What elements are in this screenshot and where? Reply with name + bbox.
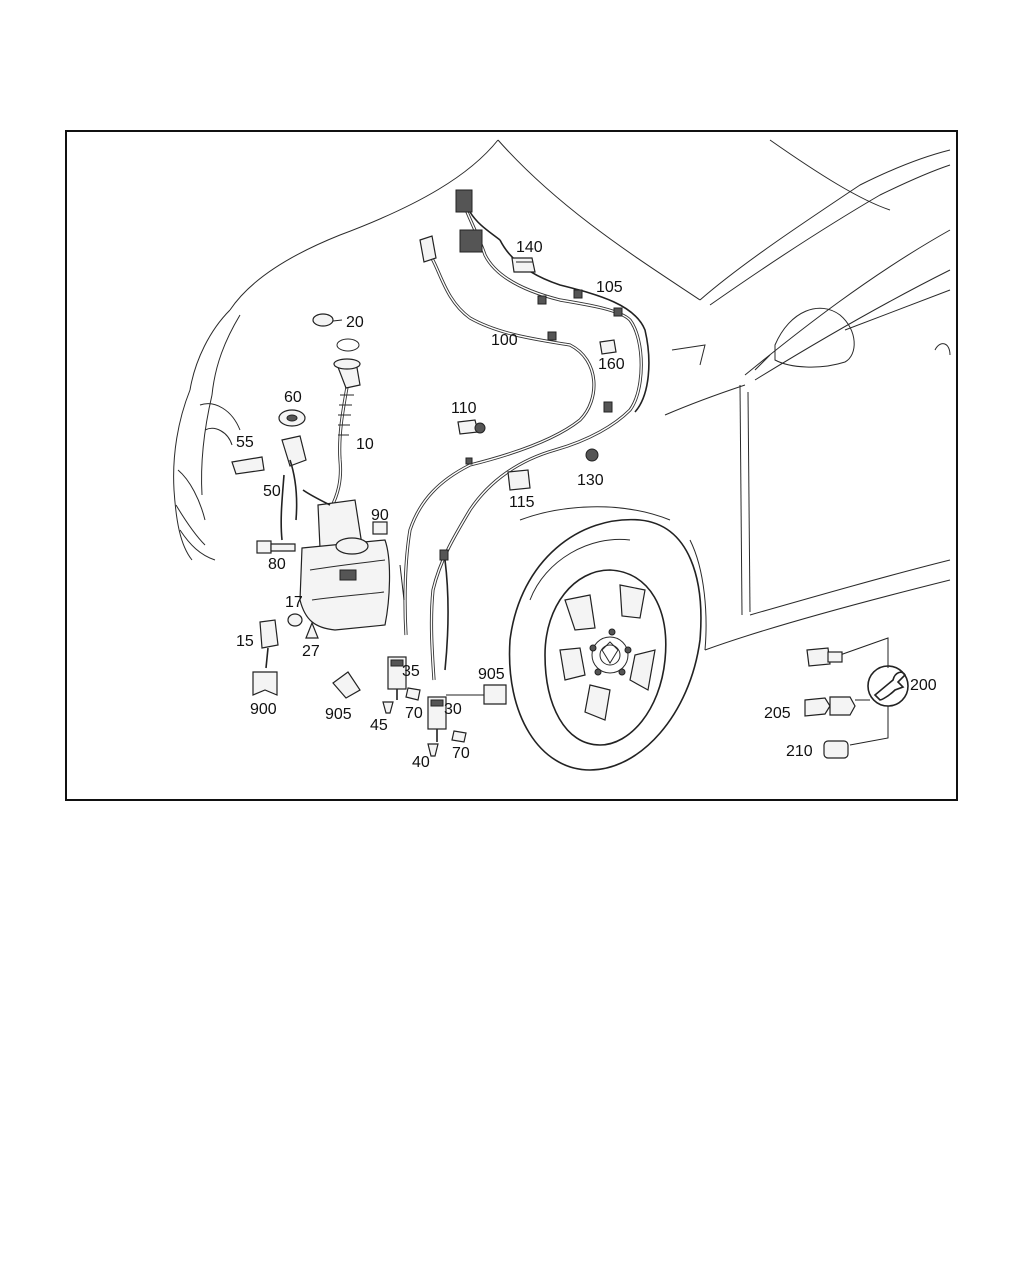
label-40: 40	[412, 754, 430, 771]
level-sensor	[259, 613, 319, 669]
clip-140	[511, 257, 536, 273]
tool-group	[804, 637, 909, 759]
label-70-lower: 70	[452, 745, 470, 762]
clip	[372, 521, 388, 535]
callout-labels: 20 140 105 100 160 60 10 55 110 50 90 11…	[236, 239, 937, 771]
label-50: 50	[263, 483, 281, 500]
label-55: 55	[236, 434, 254, 451]
label-30: 30	[444, 701, 462, 718]
filler-cap	[312, 313, 360, 352]
label-10: 10	[356, 436, 374, 453]
grommet-130	[585, 448, 599, 462]
leader-lines	[332, 261, 533, 601]
connector-905-right	[483, 684, 507, 705]
diagram-border	[65, 130, 958, 801]
label-130: 130	[577, 472, 604, 489]
label-60: 60	[284, 389, 302, 406]
bracket-clip	[231, 435, 307, 541]
label-20: 20	[346, 314, 364, 331]
label-45: 45	[370, 717, 388, 734]
label-80: 80	[268, 556, 286, 573]
connector-905-left	[332, 671, 361, 699]
washer-pump	[382, 656, 467, 757]
label-905-right: 905	[478, 666, 505, 683]
label-15: 15	[236, 633, 254, 650]
bolt	[256, 540, 296, 554]
label-140: 140	[516, 239, 543, 256]
label-35: 35	[402, 663, 420, 680]
label-110: 110	[451, 400, 477, 417]
label-90: 90	[371, 507, 389, 524]
front-wheel	[508, 518, 702, 771]
label-210: 210	[786, 743, 813, 760]
label-105: 105	[596, 279, 623, 296]
label-27: 27	[302, 643, 320, 660]
label-17: 17	[285, 594, 303, 611]
label-100: 100	[491, 332, 518, 349]
connector-plug	[252, 671, 278, 696]
label-205: 205	[764, 705, 791, 722]
label-160: 160	[598, 356, 625, 373]
washer-reservoir	[299, 358, 391, 631]
seal-ring	[278, 409, 306, 427]
clip-115	[507, 469, 531, 491]
clip-160	[599, 339, 617, 355]
label-115: 115	[509, 494, 535, 511]
clip-110	[457, 419, 486, 435]
label-900: 900	[250, 701, 277, 718]
label-905-left: 905	[325, 706, 352, 723]
label-70-upper: 70	[405, 705, 423, 722]
vehicle-outline	[173, 139, 951, 651]
hose-harness	[403, 189, 650, 681]
label-200: 200	[910, 677, 937, 694]
